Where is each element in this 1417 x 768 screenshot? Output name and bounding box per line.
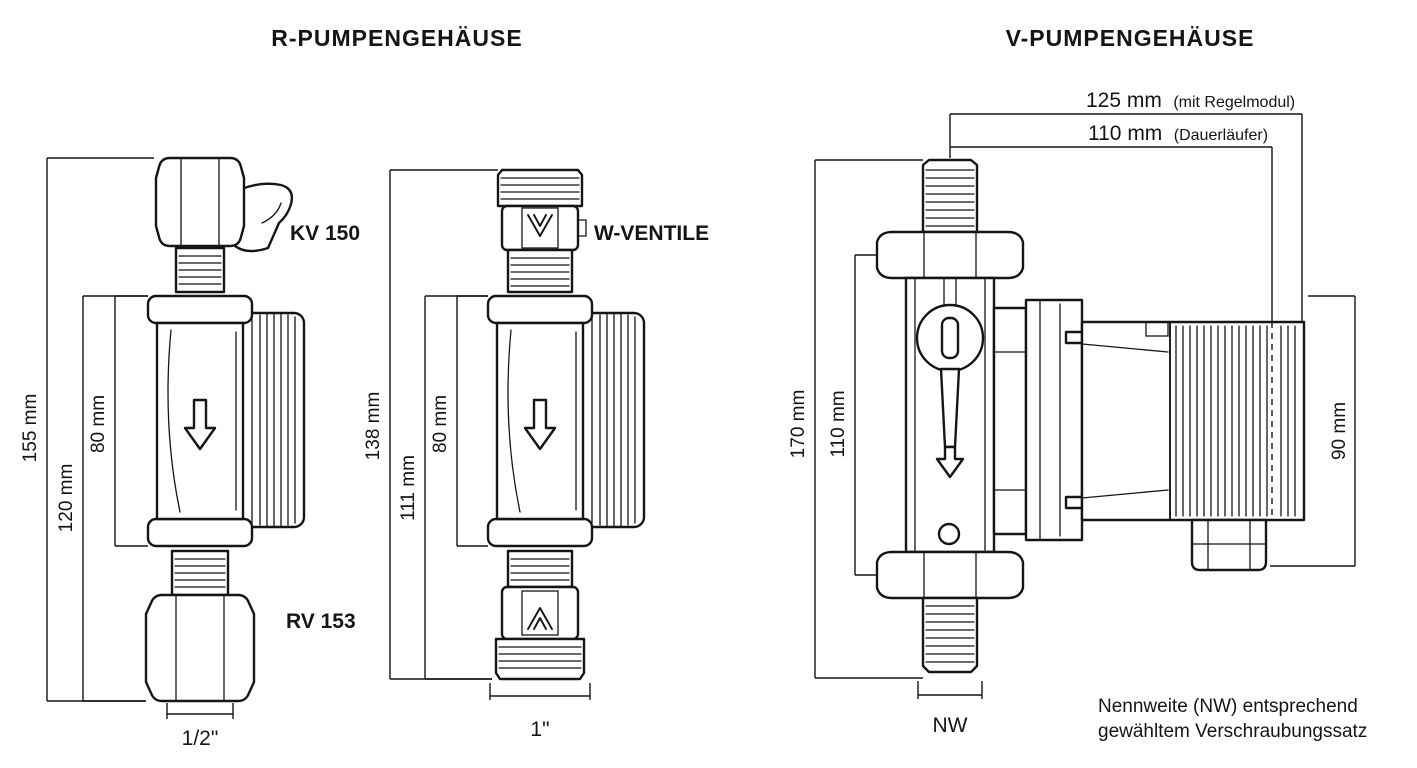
dim-125mm-note: (mit Regelmodul) (1173, 94, 1295, 111)
dim-110mm-top-label: 110 mm (Dauerläufer) (1088, 122, 1268, 145)
dim-120mm-label: 120 mm (56, 464, 77, 533)
r-dimension-lines (46, 157, 234, 719)
nw-label: NW (933, 714, 968, 737)
w-valve-bottom (494, 549, 586, 681)
v-pump-motor (992, 298, 1306, 572)
w-ventile-label: W-VENTILE (594, 222, 709, 245)
w-valve-logo-icon (527, 214, 553, 237)
dim-110mm-top-value: 110 mm (1088, 122, 1162, 145)
dim-111mm-label: 111 mm (398, 455, 419, 521)
motor-cooling-fins (1175, 325, 1296, 517)
r-assembly: 155 mm 120 mm 80 mm KV 150 RV 153 1/2" (20, 156, 360, 750)
dim-110mm-top-note: (Dauerläufer) (1174, 127, 1268, 144)
v-dimension-lines (814, 113, 1356, 699)
dim-170mm-label: 170 mm (788, 390, 809, 459)
drain-port (937, 522, 961, 546)
dim-80mm-label: 80 mm (88, 395, 109, 453)
dim-125mm-label: 125 mm (mit Regelmodul) (1086, 89, 1295, 112)
right-title: V-PUMPENGEHÄUSE (1006, 25, 1255, 51)
flow-direction-arrow-icon (935, 445, 965, 479)
kv150-ball-valve (154, 156, 294, 294)
dim-155mm-label: 155 mm (20, 394, 41, 463)
w-valve-top (496, 168, 587, 294)
kv150-label: KV 150 (290, 222, 360, 245)
dim-90mm-label: 90 mm (1329, 402, 1350, 460)
w-assembly: 138 mm 111 mm 80 mm W-VENTILE 1" (363, 168, 709, 741)
dim-125mm-value: 125 mm (1086, 89, 1162, 112)
v-assembly: 125 mm (mit Regelmodul) 110 mm (Dauerläu… (788, 89, 1367, 742)
rv153-check-valve (144, 549, 256, 703)
thread-size-half-inch-label: 1/2" (182, 727, 219, 750)
terminal-box (1190, 518, 1268, 572)
w-dimension-lines (389, 169, 591, 700)
nennweite-note-line2: gewähltem Verschraubungssatz (1098, 721, 1367, 742)
check-valve-logo-icon (527, 607, 553, 630)
left-title: R-PUMPENGEHÄUSE (271, 25, 522, 51)
rv153-label: RV 153 (286, 610, 356, 633)
v-pump-pipe (875, 158, 1025, 674)
nennweite-note-line1: Nennweite (NW) entsprechend (1098, 696, 1358, 717)
dim-138mm-label: 138 mm (363, 392, 384, 461)
dim-80mm-label-middle: 80 mm (430, 395, 451, 453)
thread-size-one-inch-label: 1" (530, 718, 549, 741)
dim-110mm-side-label: 110 mm (828, 390, 849, 457)
